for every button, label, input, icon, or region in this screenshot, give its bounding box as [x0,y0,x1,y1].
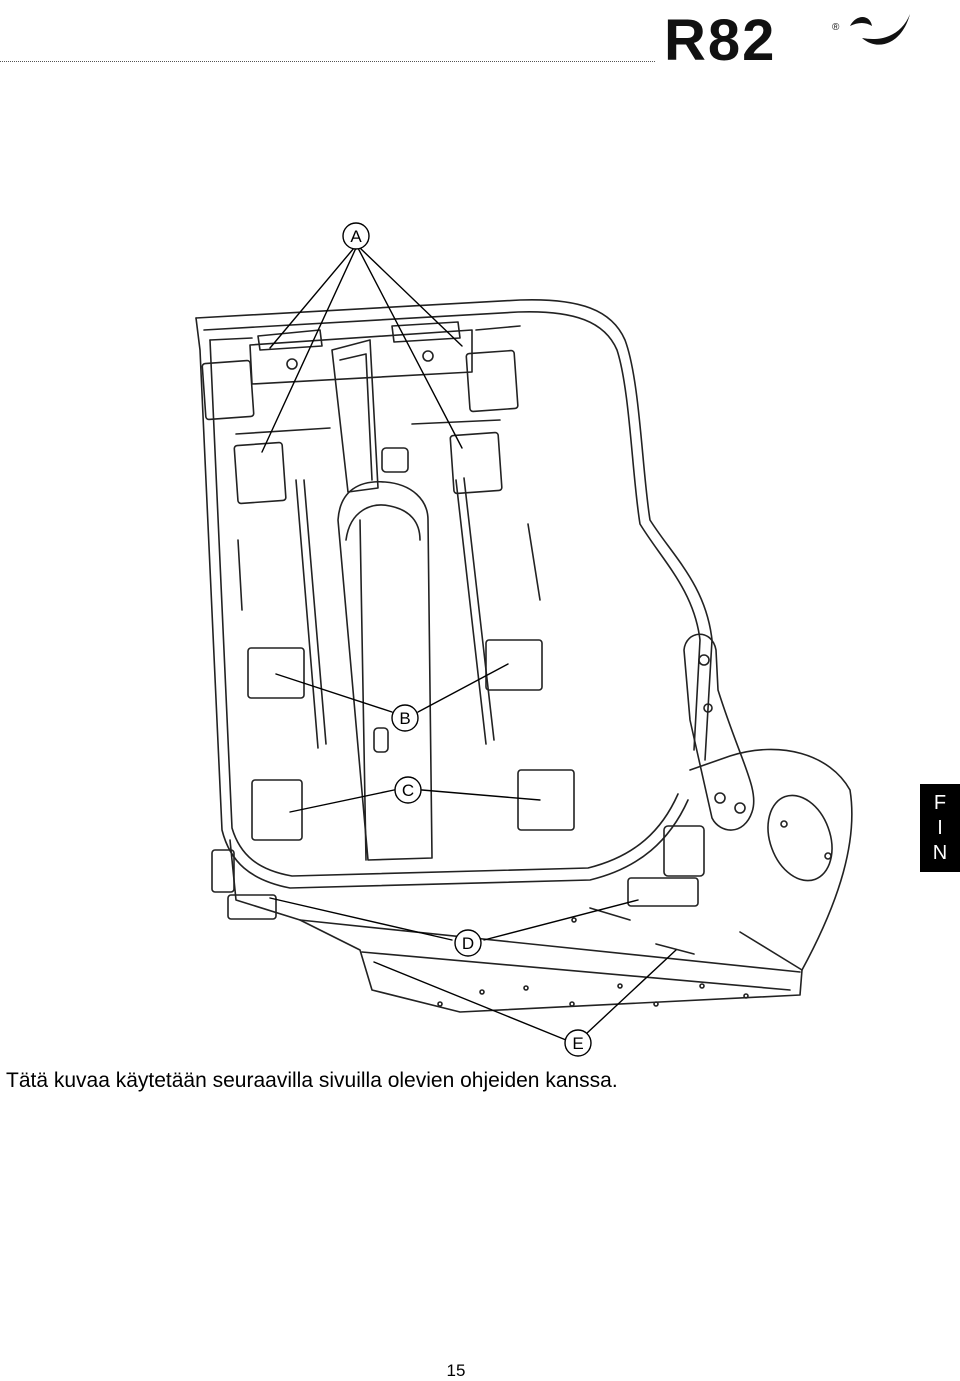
callout-leader-lines [261,247,677,1041]
callout-b-circle [391,704,419,732]
top-bracket [209,321,521,435]
callout-c-label: C [402,781,414,800]
callout-a-label: A [350,227,362,246]
seat-back-shell [195,298,713,889]
language-tab-letter: F [933,791,947,814]
callout-d-label: D [462,934,474,953]
callout-e-label: E [572,1034,583,1053]
language-tab: F I N [920,784,960,872]
upper-strap-buckles [201,349,519,505]
callout-labels: A B C D E [350,227,583,1053]
callout-a-circle [342,222,370,250]
r82-logo: R82 ® [664,4,914,70]
callout-markers [342,222,592,1057]
language-tab-letter: I [937,816,943,839]
brand-logotype: R82 [664,8,777,73]
seat-base [211,748,853,1013]
figure-caption: Tätä kuvaa käytetään seuraavilla sivuill… [6,1069,618,1092]
page-number: 15 [446,1361,466,1380]
brand-swoosh-icon [850,14,910,45]
hinge-arm [683,633,755,831]
language-tab-letter: N [932,841,948,864]
seat-center-channel [331,339,433,861]
callout-d-circle [454,929,482,957]
registered-mark: ® [832,22,840,33]
seat-shell-diagram: A B C D E [195,222,853,1057]
callout-b-label: B [399,709,410,728]
strap-slots [237,447,541,753]
header-dotted-rule [0,61,655,62]
callout-c-circle [394,776,422,804]
callout-e-circle [564,1029,592,1057]
